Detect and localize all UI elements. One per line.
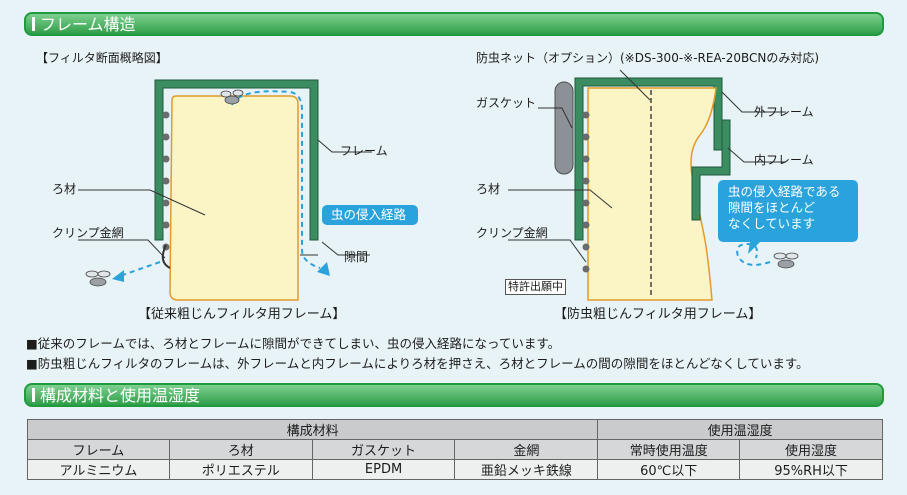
callout-line-1: 虫の侵入経路である [728, 184, 841, 199]
crimp-mesh-left [162, 111, 170, 251]
insect-proof-frame [574, 77, 723, 241]
label-outer-frame: 外フレーム [754, 105, 814, 119]
section-header-frame-structure: フレーム構造 [24, 12, 884, 36]
label-insect-net: 防虫ネット（オプション）(※DS-300-※-REA-20BCNのみ対応) [476, 51, 820, 65]
table-cell: 亜鉛メッキ鉄線 [454, 459, 599, 480]
caption-conventional: 【従来粗じんフィルタ用フレーム】 [138, 307, 346, 322]
table-cell: アルミニウム [27, 459, 170, 480]
group-header-materials: 構成材料 [26, 419, 599, 440]
inner-frame [691, 119, 731, 221]
insect-icon [220, 89, 244, 105]
group-header-conditions: 使用温湿度 [597, 419, 883, 440]
section-title: フレーム構造 [40, 15, 136, 34]
intrusion-path-left [231, 90, 321, 269]
label-frame: フレーム [340, 144, 388, 158]
spec-table: 構成材料 使用温湿度 フレーム ろ材 ガスケット 金網 常時使用温度 使用湿度 … [26, 419, 883, 480]
gasket-shape [554, 81, 574, 175]
table-cell: 60℃以下 [597, 459, 741, 480]
column-header: 使用湿度 [739, 439, 883, 460]
crimp-mesh-right [582, 111, 590, 273]
callout-line-3: なくしています [728, 216, 816, 231]
section-title: 構成材料と使用温湿度 [40, 386, 201, 405]
column-header: 常時使用温度 [597, 439, 741, 460]
callout-bubble [718, 180, 858, 254]
conventional-frame [154, 79, 319, 241]
column-header: ろ材 [168, 439, 313, 460]
label-gap: 隙間 [344, 250, 369, 264]
column-header: ガスケット [311, 439, 456, 460]
label-gasket: ガスケット [476, 96, 537, 110]
table-cell: ポリエステル [168, 459, 313, 480]
caption-insect-proof: 【防虫粗じんフィルタ用フレーム】 [554, 307, 762, 322]
label-filter-media-right: ろ材 [476, 182, 501, 196]
column-header: フレーム [27, 439, 170, 460]
left-diagram-heading: 【フィルタ断面概略図】 [36, 51, 168, 65]
insect-icon [85, 270, 111, 287]
filter-media-left [169, 95, 299, 301]
insect-icon [773, 252, 799, 269]
table-cell: 95%RH以下 [739, 459, 883, 480]
label-filter-media-left: ろ材 [52, 182, 77, 196]
intrusion-label: 虫の侵入経路 [331, 207, 407, 222]
insect-proof-frame-diagram [508, 69, 858, 301]
patent-pending-badge: 特許出願中 [505, 279, 566, 295]
note-conventional: ■従来のフレームでは、ろ材とフレームに隙間ができてしまい、虫の侵入経路になってい… [26, 336, 561, 351]
label-crimp-mesh-right: クリンプ金網 [476, 226, 548, 240]
label-inner-frame: 内フレーム [754, 153, 814, 167]
intrusion-label-box [322, 205, 418, 225]
section-header-materials: 構成材料と使用温湿度 [24, 383, 884, 407]
table-cell: EPDM [311, 459, 456, 480]
note-insect-proof: ■防虫粗じんフィルタのフレームは、外フレームと内フレームによりろ材を押さえ、ろ材… [26, 356, 809, 371]
column-header: 金網 [454, 439, 599, 460]
conventional-frame-diagram [78, 79, 418, 301]
callout-line-2: 隙間をほとんど [728, 200, 816, 215]
label-crimp-mesh-left: クリンプ金網 [52, 226, 124, 240]
